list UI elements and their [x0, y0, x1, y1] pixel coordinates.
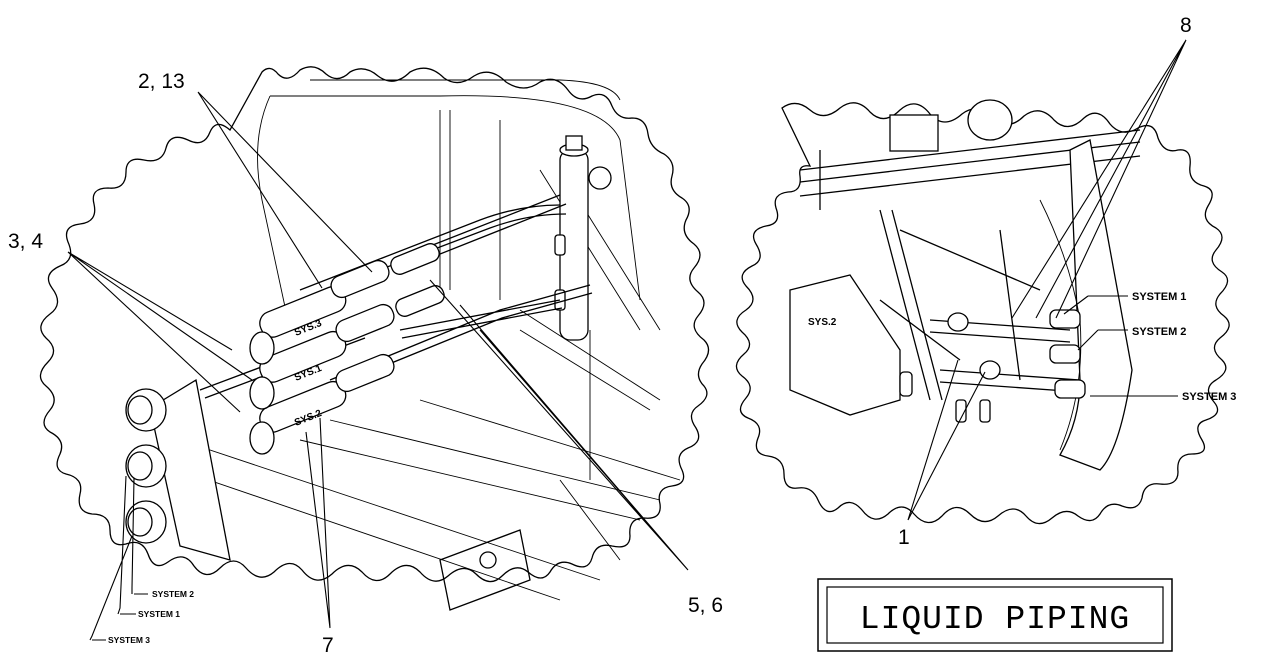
- support-frame: [439, 110, 661, 480]
- leaders-left: [67, 91, 689, 641]
- callout-7: 7: [322, 634, 334, 656]
- engraved-sys2-right: SYS.2: [808, 317, 837, 328]
- bulkhead-plate: [149, 378, 231, 561]
- right-piping: [879, 209, 1081, 401]
- right-valves: [899, 309, 1086, 423]
- callout-3-4: 3, 4: [8, 230, 43, 253]
- callout-2-13: 2, 13: [138, 70, 185, 93]
- vertical-accumulator: [554, 135, 612, 341]
- filter-drier-row-sys1: [259, 285, 445, 383]
- right-system-2-label: SYSTEM 2: [1132, 326, 1186, 338]
- leaders-right: [907, 39, 1187, 521]
- filter-drier-row-sys2: [259, 353, 395, 433]
- right-isometric-view: SYS.2 8 1 SYSTEM 1 SYSTEM 2 SYSTEM 3: [735, 14, 1236, 549]
- title-box: LIQUID PIPING: [817, 578, 1173, 652]
- left-break-outline: [39, 66, 710, 583]
- drier-flange-3: [249, 421, 275, 455]
- tank-floor-rails: [149, 399, 681, 601]
- pump-motor: [967, 99, 1013, 141]
- large-flange: [1059, 139, 1133, 471]
- foot-bracket: [439, 529, 531, 611]
- drier-flange-2: [249, 376, 275, 410]
- top-rails: [799, 129, 1141, 210]
- bulkhead-connectors: [125, 388, 167, 544]
- left-system-3-label: SYSTEM 3: [108, 635, 150, 645]
- title-label: LIQUID PIPING: [860, 601, 1130, 638]
- tank-upper-surface: [257, 79, 641, 331]
- callout-1: 1: [898, 526, 910, 549]
- right-break-outline: [735, 102, 1230, 525]
- callout-5-6: 5, 6: [688, 594, 723, 617]
- left-isometric-view: SYS.3 SYS.1 SYS.2 2, 13 3, 4 5, 6: [8, 66, 723, 656]
- junction-box: [889, 114, 939, 152]
- liquid-lines-upper: [299, 194, 567, 301]
- right-system-1-label: SYSTEM 1: [1132, 291, 1186, 303]
- left-system-1-label: SYSTEM 1: [138, 609, 180, 619]
- callout-8: 8: [1180, 14, 1192, 37]
- sys2-box: [789, 274, 901, 416]
- left-system-2-label: SYSTEM 2: [152, 589, 194, 599]
- drier-flange-1: [249, 331, 275, 365]
- filter-drier-row-sys3: [259, 243, 440, 338]
- right-system-3-label: SYSTEM 3: [1182, 391, 1236, 403]
